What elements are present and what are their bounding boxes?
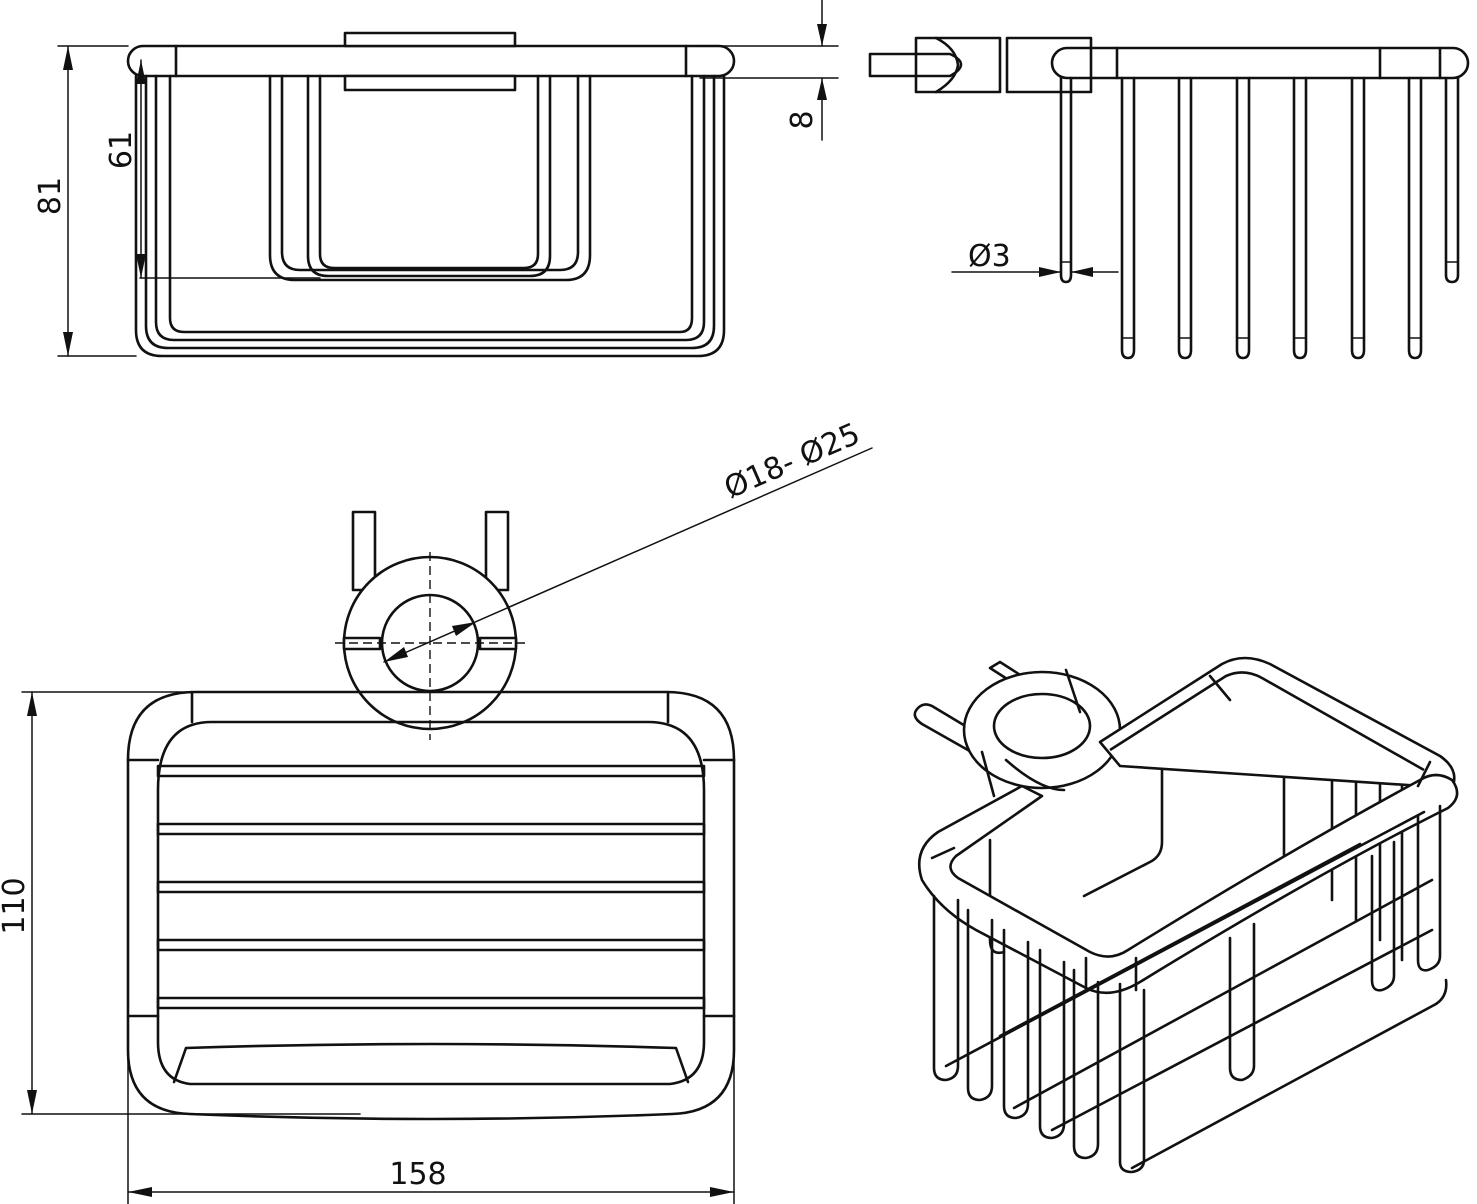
side-view: Ø3	[868, 36, 1470, 360]
dim-depth: 110	[0, 877, 32, 934]
dim-inner-height: 61	[104, 131, 139, 169]
dim-wire-diameter: Ø3	[968, 239, 1011, 274]
isometric-view	[913, 656, 1459, 1174]
dim-width: 158	[389, 1157, 446, 1192]
dim-rim-height: 8	[785, 110, 820, 129]
front-view: 81 61 8	[33, 0, 839, 358]
dim-overall-height: 81	[33, 177, 68, 215]
top-view: Ø18- Ø25 110 158	[0, 417, 873, 1204]
